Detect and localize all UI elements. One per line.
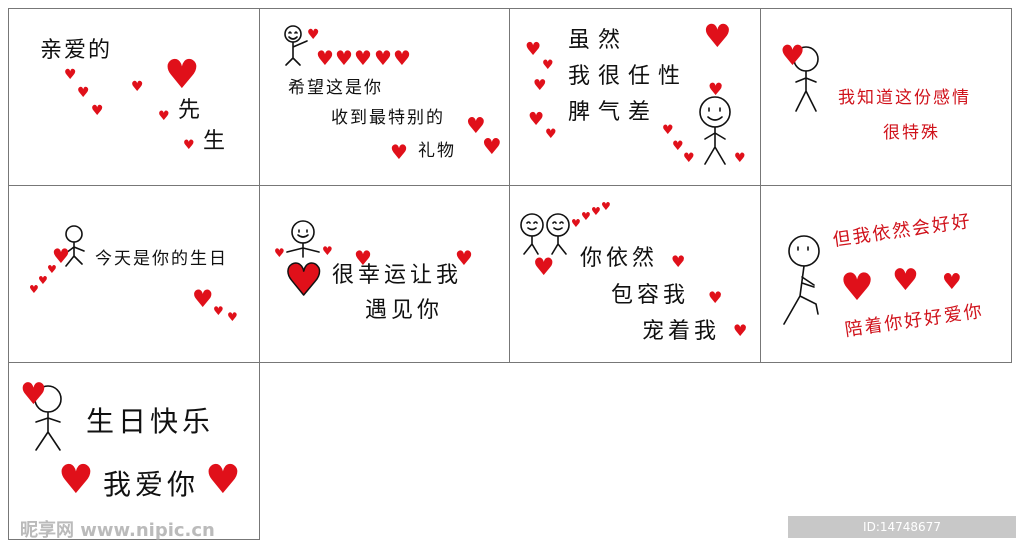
heart-icon: ♥: [58, 457, 94, 503]
stick-figure-icon: [783, 235, 820, 325]
heart-icon: ♥: [672, 139, 684, 154]
heart-icon: ♥: [683, 151, 695, 166]
heart-icon: ♥: [591, 205, 601, 218]
heart-icon: ♥: [354, 246, 372, 270]
card-5: [8, 185, 260, 363]
heart-icon: ♥: [466, 114, 486, 139]
heart-icon: ♥: [482, 135, 502, 160]
heart-icon: ♥: [47, 263, 57, 276]
heart-icon: ♥: [158, 109, 170, 124]
heart-icon: ♥: [192, 285, 214, 313]
heart-icon: ♥: [733, 321, 748, 340]
card-text: 希望这是你: [288, 78, 383, 98]
card-text: 生: [203, 129, 228, 154]
heart-icon: ♥: [38, 274, 48, 287]
stick-figure-icon: [793, 46, 819, 112]
heart-icon: ♥: [213, 304, 224, 318]
heart-icon: ♥: [131, 79, 144, 95]
heart-icon: ♥: [542, 58, 554, 73]
heart-icon: ♥: [164, 52, 200, 98]
card-text: 今天是你的生日: [95, 249, 228, 269]
card-text: 我很任性: [568, 64, 689, 89]
card-7: [509, 185, 761, 363]
heart-icon: ♥: [91, 103, 104, 119]
heart-icon: ♥: [20, 377, 47, 412]
heart-icon: ♥: [393, 46, 411, 70]
card-text: 虽然: [568, 28, 629, 53]
card-text: 遇见你: [365, 298, 444, 323]
stick-figure-icon: [284, 25, 308, 66]
heart-icon: ♥: [52, 244, 70, 268]
stick-figure-icon: [699, 96, 731, 165]
heart-icon: ♥: [571, 217, 581, 230]
heart-icon: ♥: [205, 457, 241, 503]
heart-icon: ♥: [335, 46, 353, 70]
heart-icon: ♥: [942, 270, 962, 295]
heart-icon: ♥: [703, 17, 732, 55]
heart-icon: ♥: [662, 123, 674, 138]
card-text: 宠着我: [642, 319, 721, 344]
heart-icon: ♥: [708, 288, 723, 307]
heart-icon: ♥: [671, 252, 686, 271]
heart-icon: ♥: [316, 46, 334, 70]
image-id-label: ID:14748677 NO:20230603092437276100: [788, 516, 1016, 556]
heart-icon: ♥: [525, 39, 542, 60]
heart-icon: ♥: [354, 46, 372, 70]
heart-icon: ♥: [840, 265, 875, 309]
heart-icon: ♥: [892, 263, 919, 298]
card-1: [8, 8, 260, 186]
card-text: 收到最特别的: [331, 108, 445, 128]
heart-icon: ♥: [581, 210, 591, 223]
heart-icon: ♥: [183, 138, 195, 153]
stick-figure-icon: [34, 385, 62, 451]
stick-figure-icon: [286, 220, 320, 258]
card-text: 我爱你: [103, 468, 200, 501]
card-text: 脾气差: [568, 100, 659, 125]
card-text: 你依然: [580, 246, 659, 271]
heart-icon: ♥: [545, 127, 557, 142]
heart-icon: ♥: [533, 253, 555, 281]
heart-icon: ♥: [374, 46, 392, 70]
heart-icon: ♥: [708, 80, 724, 100]
card-9: [8, 362, 260, 540]
card-text: 先: [178, 98, 203, 123]
watermark: 昵享网 www.nipic.cn: [20, 520, 215, 541]
heart-icon: ♥: [601, 200, 611, 213]
heart-icon: ♥: [390, 140, 408, 164]
heart-icon: ♥: [455, 246, 473, 270]
heart-icon: ♥: [274, 246, 285, 260]
card-text: 礼物: [418, 141, 456, 161]
card-text: 亲爱的: [40, 38, 113, 63]
heart-icon: ♥: [734, 151, 746, 166]
couple-faces-icon: [520, 213, 570, 255]
heart-icon: ♥: [533, 76, 547, 94]
stick-figure-icon: [65, 225, 85, 267]
card-text: 很幸运让我: [332, 263, 463, 288]
card-6: [259, 185, 510, 363]
heart-icon: ♥: [227, 310, 238, 324]
heart-icon: ♥: [29, 283, 39, 296]
heart-icon: ♥: [322, 244, 333, 258]
heart-icon: ♥: [307, 27, 320, 43]
heart-icon: ♥: [77, 85, 90, 101]
card-8: [760, 185, 1012, 363]
card-text: 包容我: [611, 283, 690, 308]
heart-icon: ♥: [64, 67, 77, 83]
heart-icon: ♥: [780, 39, 806, 72]
card-text: 生日快乐: [86, 405, 215, 438]
card-text: 很特殊: [883, 123, 940, 143]
heart-icon: ♥: [528, 109, 545, 130]
heart-icon: ♥: [283, 255, 324, 306]
card-text: 我知道这份感情: [838, 88, 971, 108]
